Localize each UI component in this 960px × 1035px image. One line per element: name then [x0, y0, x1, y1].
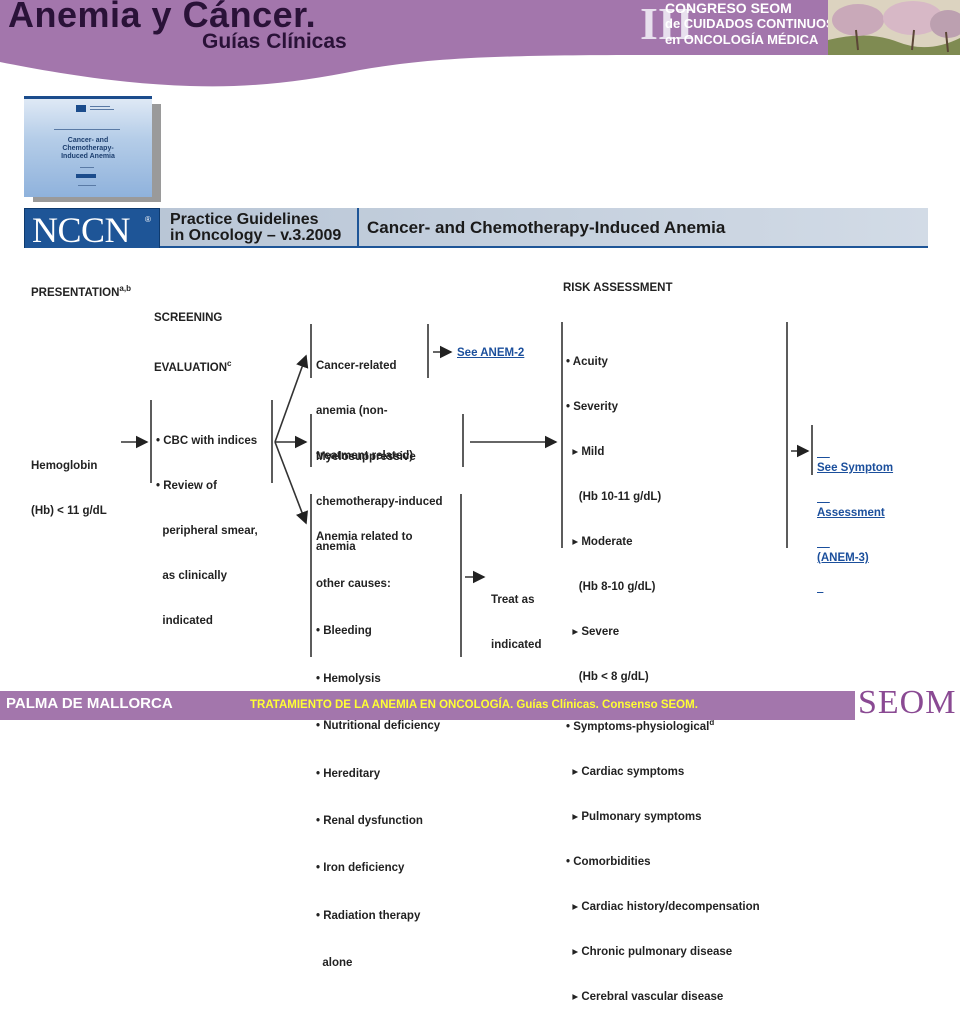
congress-line-2: de CUIDADOS CONTINUOS — [665, 16, 835, 31]
myelosuppressive-anemia-box: Myelosuppressive chemotherapy-induced an… — [316, 451, 443, 553]
right-margin — [928, 92, 960, 691]
screening-header: SCREENING EVALUATIONc — [154, 312, 232, 374]
treat-as-indicated: Treat as indicated — [491, 594, 542, 651]
slide: Anemia y Cáncer. Guías Clínicas III CONG… — [0, 0, 960, 1003]
arrow-to-cancer-related — [274, 354, 309, 443]
slide-footer: PALMA DE MALLORCA TRATAMIENTO DE LA ANEM… — [0, 691, 960, 720]
other-causes-box: Anemia related to other causes: • Bleedi… — [316, 530, 441, 970]
cover-tag — [76, 174, 96, 178]
congress-numeral: III — [640, 0, 694, 49]
practice-guidelines-label: Practice Guidelines in Oncology – v.3.20… — [170, 211, 342, 244]
nccn-mini-logo-icon — [76, 105, 86, 112]
congress-line-3: en ONCOLOGÍA MÉDICA — [665, 32, 819, 47]
slide-header: Anemia y Cáncer. Guías Clínicas III CONG… — [0, 0, 960, 92]
flowchart-connectors — [121, 322, 813, 657]
guideline-cover-image: Cancer- and Chemotherapy- Induced Anemia — [24, 96, 152, 197]
hemoglobin-presentation: Hemoglobin (Hb) < 11 g/dL — [31, 460, 107, 517]
seom-logo: SEOM — [858, 684, 957, 721]
slide-title: Anemia y Cáncer. — [8, 0, 317, 35]
cover-title: Cancer- and Chemotherapy- Induced Anemia — [61, 137, 115, 160]
banner-band — [158, 208, 928, 248]
risk-assessment-header: RISK ASSESSMENT — [563, 282, 673, 294]
congress-line-1: CONGRESO SEOM — [665, 0, 792, 16]
footer-logo-box — [855, 691, 960, 720]
slide-subtitle: Guías Clínicas — [202, 30, 347, 53]
see-anem2-link[interactable]: See ANEM-2 — [457, 347, 525, 359]
screening-evaluation-box: • CBC with indices • Review of periphera… — [156, 435, 258, 627]
banner-divider — [357, 208, 359, 248]
presentation-header: PRESENTATIONa,b — [31, 284, 131, 299]
footer-caption: TRATAMIENTO DE LA ANEMIA EN ONCOLOGÍA. G… — [250, 699, 698, 711]
header-wave — [0, 0, 960, 87]
orchard-photo-icon — [828, 0, 960, 55]
flowchart-area — [24, 248, 928, 690]
cancer-related-anemia-box: Cancer-related anemia (non- treatment re… — [316, 360, 414, 462]
see-symptom-assessment-link[interactable]: See Symptom Assessment (ANEM-3) — [817, 462, 894, 564]
guideline-title: Cancer- and Chemotherapy-Induced Anemia — [367, 218, 726, 237]
risk-assessment-list: • Acuity • Severity ▸ Mild (Hb 10-11 g/d… — [566, 356, 760, 1003]
banner-rule — [158, 246, 928, 248]
nccn-logo: NCCN ® — [24, 208, 160, 250]
congress-logo: III CONGRESO SEOM de CUIDADOS CONTINUOS … — [640, 0, 835, 54]
arrow-to-other-causes — [274, 441, 308, 525]
footer-location: PALMA DE MALLORCA — [6, 695, 173, 712]
